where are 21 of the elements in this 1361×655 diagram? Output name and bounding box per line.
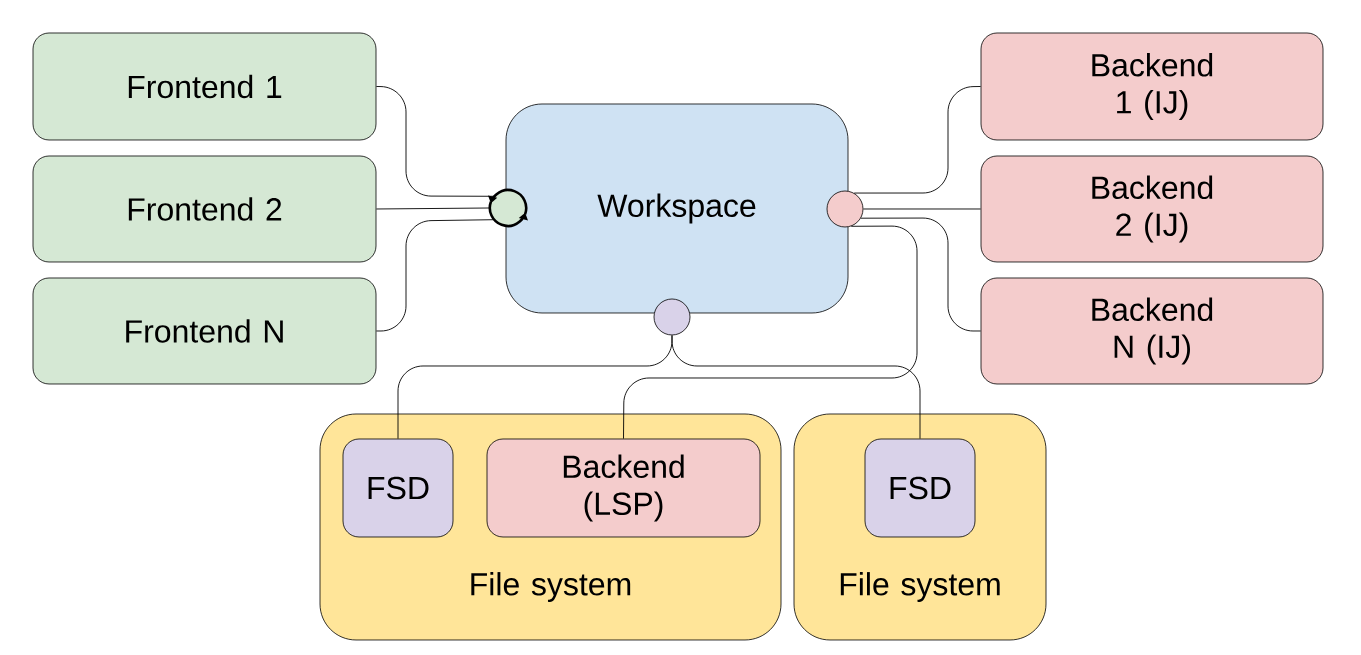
connector-circle bbox=[826, 190, 864, 228]
frontend-box: Frontend N bbox=[32, 277, 377, 385]
backend-box: Backend N (IJ) bbox=[980, 277, 1324, 385]
connector-line bbox=[375, 86, 495, 197]
sync-icon bbox=[488, 188, 528, 228]
workspace-box: Workspace bbox=[505, 103, 849, 314]
connector-circle bbox=[653, 298, 691, 336]
backend-box: Backend 2 (IJ) bbox=[980, 155, 1324, 263]
backend-box: Backend 1 (IJ) bbox=[980, 32, 1324, 141]
fsd-box: FSD bbox=[342, 438, 454, 538]
frontend-box: Frontend 1 bbox=[32, 32, 377, 141]
fsd-box: FSD bbox=[864, 438, 976, 538]
connector-line bbox=[375, 219, 495, 332]
connector-line bbox=[671, 334, 921, 440]
connector-line bbox=[860, 217, 982, 332]
connector-line bbox=[375, 207, 491, 210]
connector-line bbox=[853, 86, 982, 194]
frontend-box: Frontend 2 bbox=[32, 155, 377, 263]
backend-box: Backend (LSP) bbox=[486, 438, 761, 538]
connector-line bbox=[862, 208, 982, 210]
connector-line bbox=[623, 225, 918, 440]
